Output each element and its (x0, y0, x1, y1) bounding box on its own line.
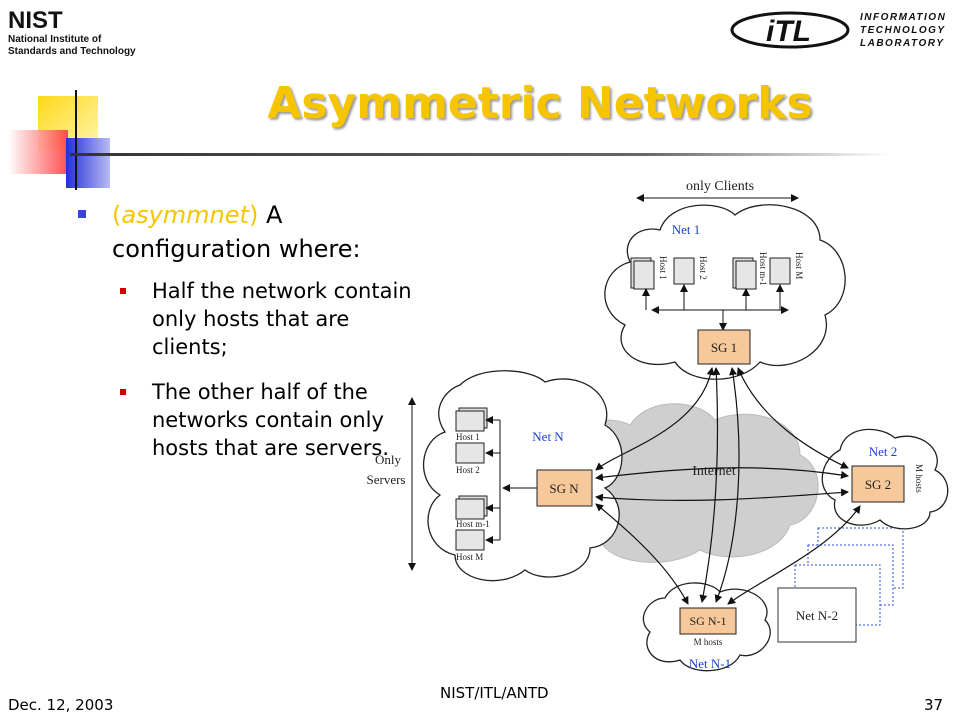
bullet-square-icon (78, 210, 86, 218)
sg-n-box (536, 469, 593, 507)
net-n-host-label: Host m-1 (456, 519, 490, 529)
net-n-host-label: Host 1 (456, 432, 480, 442)
decorative-squares (8, 90, 110, 190)
bullet-main-rest: A configuration where: (112, 201, 361, 263)
sg-n1-box (679, 607, 737, 635)
sub-bullet-text: Half the network contain only hosts that… (152, 279, 412, 359)
bullet-main-text: (asymmnet) A configuration where: (112, 198, 438, 266)
sub-bullet-servers: The other half of the networks contain o… (120, 378, 420, 462)
network-diagram: Internet Net N-3 Net N-2 Net 1 only Clie… (367, 179, 949, 672)
sub-bullet-square-icon (120, 288, 126, 294)
sub-bullet-square-icon (120, 389, 126, 395)
itl-logo-line2: TECHNOLOGY (860, 25, 946, 36)
sg2-label: SG 2 (865, 477, 891, 492)
internet-label: Internet (692, 464, 736, 479)
sg2-box (851, 465, 905, 503)
net2-mhosts-label: M hosts (914, 464, 924, 493)
bullet-paren-close: ) (248, 201, 259, 229)
only-servers-label-2: Servers (367, 472, 406, 487)
sg1-box (697, 329, 751, 365)
net-n-hosts: Host 1 Host 2 Host m-1 Host M (455, 407, 537, 562)
net2-label: Net 2 (869, 444, 898, 459)
connection-arrows (595, 367, 861, 605)
only-clients-label: only Clients (686, 179, 754, 194)
net1-label: Net 1 (672, 222, 701, 237)
net1-host-label: Host 1 (658, 256, 668, 280)
nist-logo-mark: NIST (8, 7, 63, 34)
footer-center: NIST/ITL/ANTD (440, 684, 549, 702)
nist-logo-line2: Standards and Technology (8, 46, 136, 57)
net-n-host-label: Host M (456, 552, 483, 562)
footer-page-number: 37 (924, 696, 944, 714)
net1-hosts: Host 1 Host 2 Host m-1 Host M (630, 252, 804, 331)
sub-bullet-text: The other half of the networks contain o… (152, 380, 389, 460)
bullet-main: (asymmnet) A configuration where: (78, 198, 438, 266)
bullet-term: asymmnet (121, 201, 249, 229)
sg-n1-label: SG N-1 (689, 614, 726, 628)
slide-title: Asymmetric Networks (267, 78, 813, 129)
title-divider (70, 153, 890, 156)
itl-logo-line3: LABORATORY (860, 38, 944, 49)
net-n1-mhosts-label: M hosts (694, 637, 723, 647)
sub-bullet-clients: Half the network contain only hosts that… (120, 277, 420, 361)
net-n-label: Net N (532, 429, 564, 444)
net1-host-label: Host 2 (698, 256, 708, 280)
nist-logo-line1: National Institute of (8, 34, 102, 45)
net-n-host-label: Host 2 (456, 465, 480, 475)
itl-logo-line1: INFORMATION (860, 12, 946, 23)
net1-cloud (604, 204, 846, 380)
net1-host-label: Host M (794, 252, 804, 279)
only-servers-label-1: Only (375, 452, 402, 467)
nist-logo: NIST National Institute of Standards and… (8, 7, 136, 57)
net1-host-label: Host m-1 (758, 252, 768, 286)
footer-date: Dec. 12, 2003 (8, 696, 114, 714)
itl-logo: iTL INFORMATION TECHNOLOGY LABORATORY (730, 11, 946, 49)
sg1-label: SG 1 (711, 340, 737, 355)
bullet-paren-open: ( (112, 201, 122, 229)
net-n2-label: Net N-2 (796, 608, 838, 623)
net-n1-label: Net N-1 (689, 656, 731, 671)
sg-n-label: SG N (549, 481, 579, 496)
itl-logo-mark: iTL (766, 15, 811, 48)
